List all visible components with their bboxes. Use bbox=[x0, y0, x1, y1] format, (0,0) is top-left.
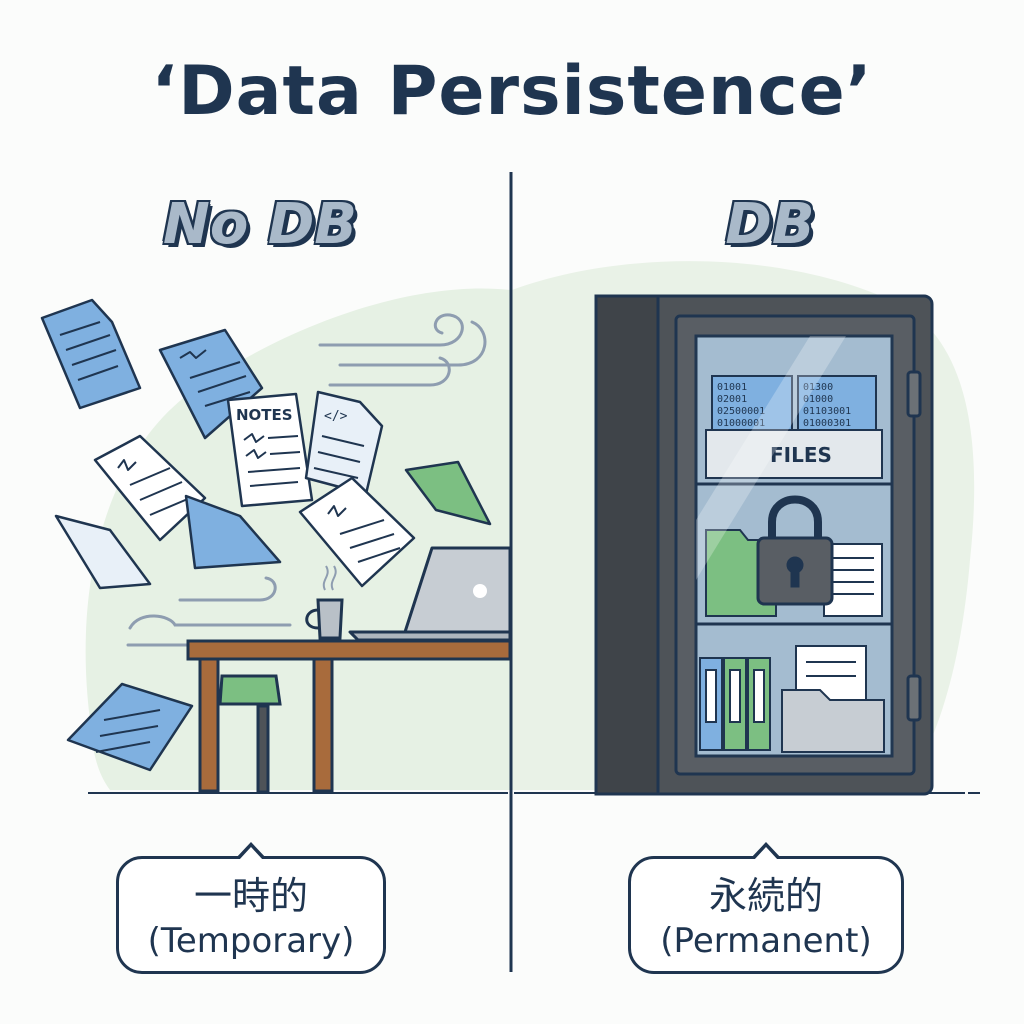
svg-text:01103001: 01103001 bbox=[803, 406, 851, 417]
page-title: ‘Data Persistence’ bbox=[151, 52, 873, 131]
permanent-caption-jp: 永続的 bbox=[708, 874, 823, 918]
code-paper-label: </> bbox=[324, 409, 348, 424]
files-box: FILES bbox=[705, 429, 883, 479]
db-heading: DB bbox=[725, 192, 815, 257]
binary-box-right: 01300 01000 01103001 01000301 bbox=[797, 375, 877, 431]
chair-icon bbox=[218, 674, 282, 794]
temporary-caption-jp: 一時的 bbox=[193, 874, 308, 918]
svg-text:01000001: 01000001 bbox=[717, 418, 765, 429]
svg-text:02500001: 02500001 bbox=[717, 406, 765, 417]
temporary-caption-bubble: 一時的 (Temporary) bbox=[116, 842, 386, 974]
permanent-caption-bubble: 永続的 (Permanent) bbox=[628, 842, 904, 974]
coffee-mug-icon bbox=[305, 565, 344, 640]
files-label: FILES bbox=[770, 443, 832, 467]
temporary-caption-en: (Temporary) bbox=[147, 921, 355, 961]
document-folder bbox=[781, 645, 885, 753]
svg-text:01000: 01000 bbox=[803, 394, 833, 405]
flying-paper-icon: NOTES </> bbox=[40, 298, 492, 772]
paper-stack bbox=[823, 543, 883, 617]
svg-text:01300: 01300 bbox=[803, 382, 833, 393]
laptop-icon bbox=[348, 546, 512, 642]
svg-text:02001: 02001 bbox=[717, 394, 747, 405]
svg-text:01000301: 01000301 bbox=[803, 418, 851, 429]
permanent-caption-en: (Permanent) bbox=[660, 921, 872, 961]
notes-paper-label: NOTES bbox=[236, 406, 293, 424]
binder-icon bbox=[699, 657, 771, 751]
desk-icon bbox=[186, 639, 512, 793]
glass-reflection bbox=[696, 336, 846, 580]
no-db-heading: No DB bbox=[162, 192, 357, 257]
padlock-icon bbox=[756, 495, 834, 606]
svg-text:01001: 01001 bbox=[717, 382, 747, 393]
